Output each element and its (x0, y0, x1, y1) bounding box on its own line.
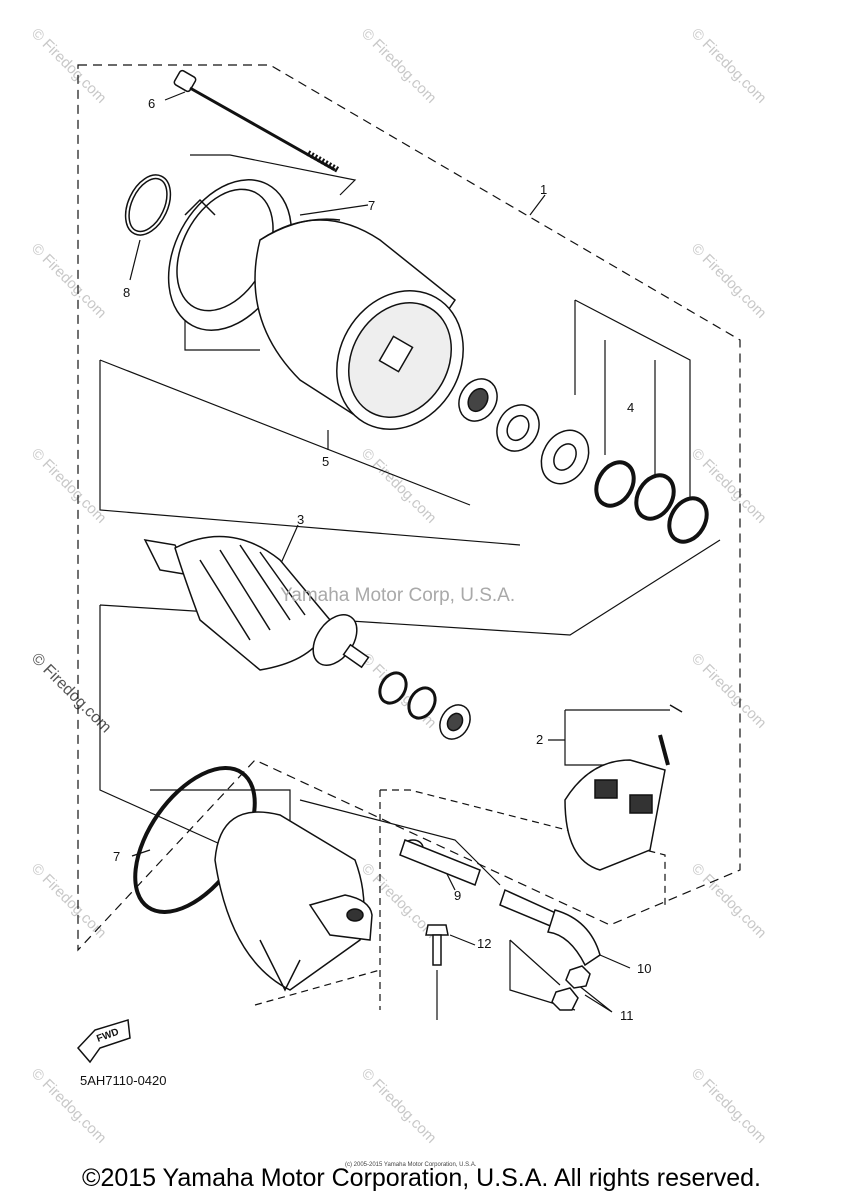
brush-holder (564, 704, 683, 871)
callout-10: 10 (637, 961, 652, 976)
leader-11 (577, 984, 613, 1013)
terminal-elbow-9 (399, 839, 481, 886)
armature (143, 535, 370, 671)
leader-6 (164, 91, 186, 101)
callout-5: 5 (322, 454, 330, 469)
leader-10 (599, 954, 631, 969)
washer-set (496, 404, 709, 544)
group-line-bracket (190, 154, 357, 196)
boot-cap-10 (499, 888, 601, 967)
sub-boundary (380, 789, 666, 905)
group-line-5 (99, 359, 521, 546)
group-line-9 (299, 799, 501, 886)
diagram-part-code: 5AH7110-0420 (80, 1073, 167, 1088)
assembly-boundary (77, 64, 741, 952)
callout-2: 2 (536, 732, 544, 747)
leader-7-bottom (131, 849, 151, 857)
small-washers (378, 671, 471, 740)
copyright-footer: ©2015 Yamaha Motor Corporation, U.S.A. A… (82, 1164, 761, 1192)
yoke-cylinder (254, 218, 464, 430)
callout-8: 8 (123, 285, 131, 300)
small-copyright: (c) 2005-2015 Yamaha Motor Corporation, … (345, 1162, 477, 1168)
callout-4: 4 (627, 400, 635, 415)
nuts-11 (551, 965, 591, 1011)
bearing (458, 378, 498, 422)
through-bolt (173, 69, 340, 173)
bolt-12 (425, 924, 449, 966)
callout-3: 3 (297, 512, 305, 527)
callout-9: 9 (454, 888, 462, 903)
fwd-arrow-icon: FWD (76, 1019, 131, 1064)
group-line-yoke (184, 320, 260, 351)
group-line-4 (574, 299, 691, 500)
o-ring-8 (124, 174, 172, 236)
callout-7-bottom: 7 (113, 849, 121, 864)
group-line-2 (564, 709, 670, 766)
callout-7-top: 7 (368, 198, 376, 213)
group-line-cover (150, 789, 291, 830)
callout-6: 6 (148, 96, 156, 111)
leader-7-top (299, 204, 369, 216)
callout-11: 11 (620, 1008, 634, 1023)
callout-12: 12 (477, 936, 492, 951)
front-cover (214, 811, 373, 992)
callout-1: 1 (540, 182, 548, 197)
center-watermark: Yamaha Motor Corp, U.S.A. (280, 585, 516, 606)
leader-8 (129, 239, 141, 281)
leader-12 (449, 934, 476, 946)
leader-1 (529, 194, 546, 216)
